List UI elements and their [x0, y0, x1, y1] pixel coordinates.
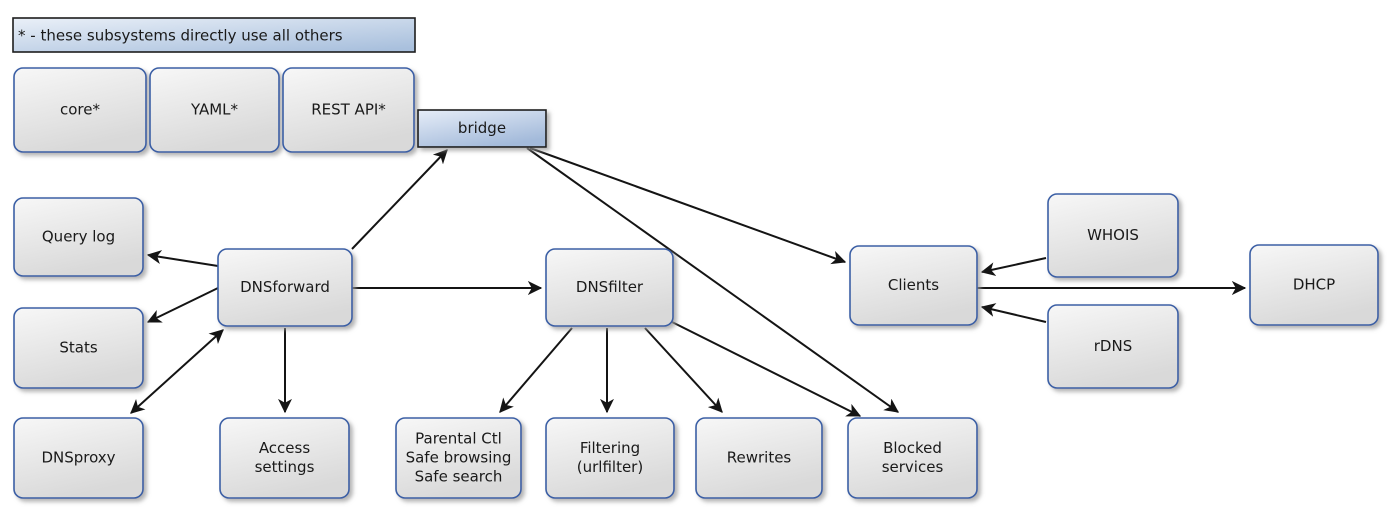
edge-dnsforward-to-query-log [146, 250, 219, 267]
node-box[interactable] [217, 248, 353, 327]
node-box[interactable] [282, 67, 415, 153]
node-label: DNSfilter [576, 278, 644, 296]
edge-dnsforward-to-stats [146, 287, 219, 323]
node-label: Blocked [883, 439, 942, 457]
node-label: Filtering [580, 439, 640, 457]
node-label: Safe browsing [406, 449, 512, 467]
edge-bridge-to-clients [529, 147, 847, 265]
node-label: services [882, 458, 944, 476]
node-label: rDNS [1094, 337, 1132, 355]
node-core[interactable]: core* [13, 67, 147, 153]
edge-line [351, 149, 448, 250]
node-box[interactable] [849, 245, 978, 326]
node-box[interactable] [13, 417, 144, 499]
node-box[interactable] [545, 248, 674, 327]
edge-dnsfilter-to-rewrites [644, 327, 723, 413]
node-label: Parental Ctl [415, 430, 502, 448]
node-label: DNSforward [240, 278, 330, 296]
node-box[interactable] [1047, 193, 1179, 278]
node-box[interactable] [847, 417, 978, 499]
node-dhcp[interactable]: DHCP [1249, 244, 1379, 326]
edge-line [671, 321, 862, 417]
edge-line [526, 147, 900, 413]
edge-rdns-to-clients [980, 303, 1047, 323]
node-box[interactable] [13, 67, 147, 153]
node-box[interactable] [1047, 304, 1179, 389]
node-bridge[interactable]: bridge [417, 109, 547, 148]
node-label: core* [60, 101, 100, 119]
node-label: DHCP [1293, 276, 1335, 294]
node-label: bridge [458, 119, 506, 137]
node-label: settings [255, 458, 315, 476]
node-label: REST API* [311, 101, 386, 119]
node-label: YAML* [190, 101, 239, 119]
edge-line [130, 329, 224, 414]
node-yaml[interactable]: YAML* [149, 67, 280, 153]
node-whois[interactable]: WHOIS [1047, 193, 1179, 278]
edge-line [529, 147, 847, 265]
node-label: Safe search [415, 468, 503, 486]
node-querylog[interactable]: Query log [13, 197, 144, 277]
node-box[interactable] [695, 417, 823, 499]
edge-bridge-to-blocked-services [526, 147, 900, 413]
node-box[interactable] [417, 109, 547, 148]
node-filtering[interactable]: Filtering(urlfilter) [545, 417, 675, 499]
legend-note: * - these subsystems directly use all ot… [12, 17, 416, 53]
node-clients[interactable]: Clients [849, 245, 978, 326]
node-box[interactable] [395, 417, 522, 499]
node-label: DNSproxy [41, 449, 115, 467]
node-rewrites[interactable]: Rewrites [695, 417, 823, 499]
node-stats[interactable]: Stats [13, 307, 144, 389]
legend-box [12, 17, 416, 53]
edge-line [499, 327, 573, 413]
node-dnsproxy[interactable]: DNSproxy [13, 417, 144, 499]
node-label: WHOIS [1087, 226, 1139, 244]
node-label: Stats [59, 339, 97, 357]
node-dnsforward[interactable]: DNSforward [217, 248, 353, 327]
edge-line [980, 303, 1047, 323]
edge-whois-to-clients [980, 257, 1047, 277]
node-box[interactable] [13, 307, 144, 389]
node-box[interactable] [149, 67, 280, 153]
node-rdns[interactable]: rDNS [1047, 304, 1179, 389]
edge-dnsfilter-to-parental-ctl [499, 327, 573, 413]
edge-dnsforward-to-bridge [351, 149, 448, 250]
node-restapi[interactable]: REST API* [282, 67, 415, 153]
legend-layer: * - these subsystems directly use all ot… [12, 17, 416, 53]
edge-line [980, 257, 1047, 277]
node-box[interactable] [13, 197, 144, 277]
node-box[interactable] [545, 417, 675, 499]
node-label: Rewrites [727, 449, 792, 467]
node-label: Query log [42, 228, 115, 246]
edges-layer [130, 147, 1247, 417]
edge-dnsfilter-to-blocked-services [671, 321, 862, 417]
edge-line [146, 287, 219, 323]
edge-line [146, 250, 219, 267]
edge-line [644, 327, 723, 413]
edge-dnsforward-to-dnsproxy [130, 329, 224, 414]
legend-text: * - these subsystems directly use all ot… [18, 27, 343, 45]
node-dnsfilter[interactable]: DNSfilter [545, 248, 674, 327]
node-label: Access [259, 439, 311, 457]
node-label: Clients [888, 276, 939, 294]
node-box[interactable] [219, 417, 350, 499]
node-box[interactable] [1249, 244, 1379, 326]
node-label: (urlfilter) [577, 458, 643, 476]
